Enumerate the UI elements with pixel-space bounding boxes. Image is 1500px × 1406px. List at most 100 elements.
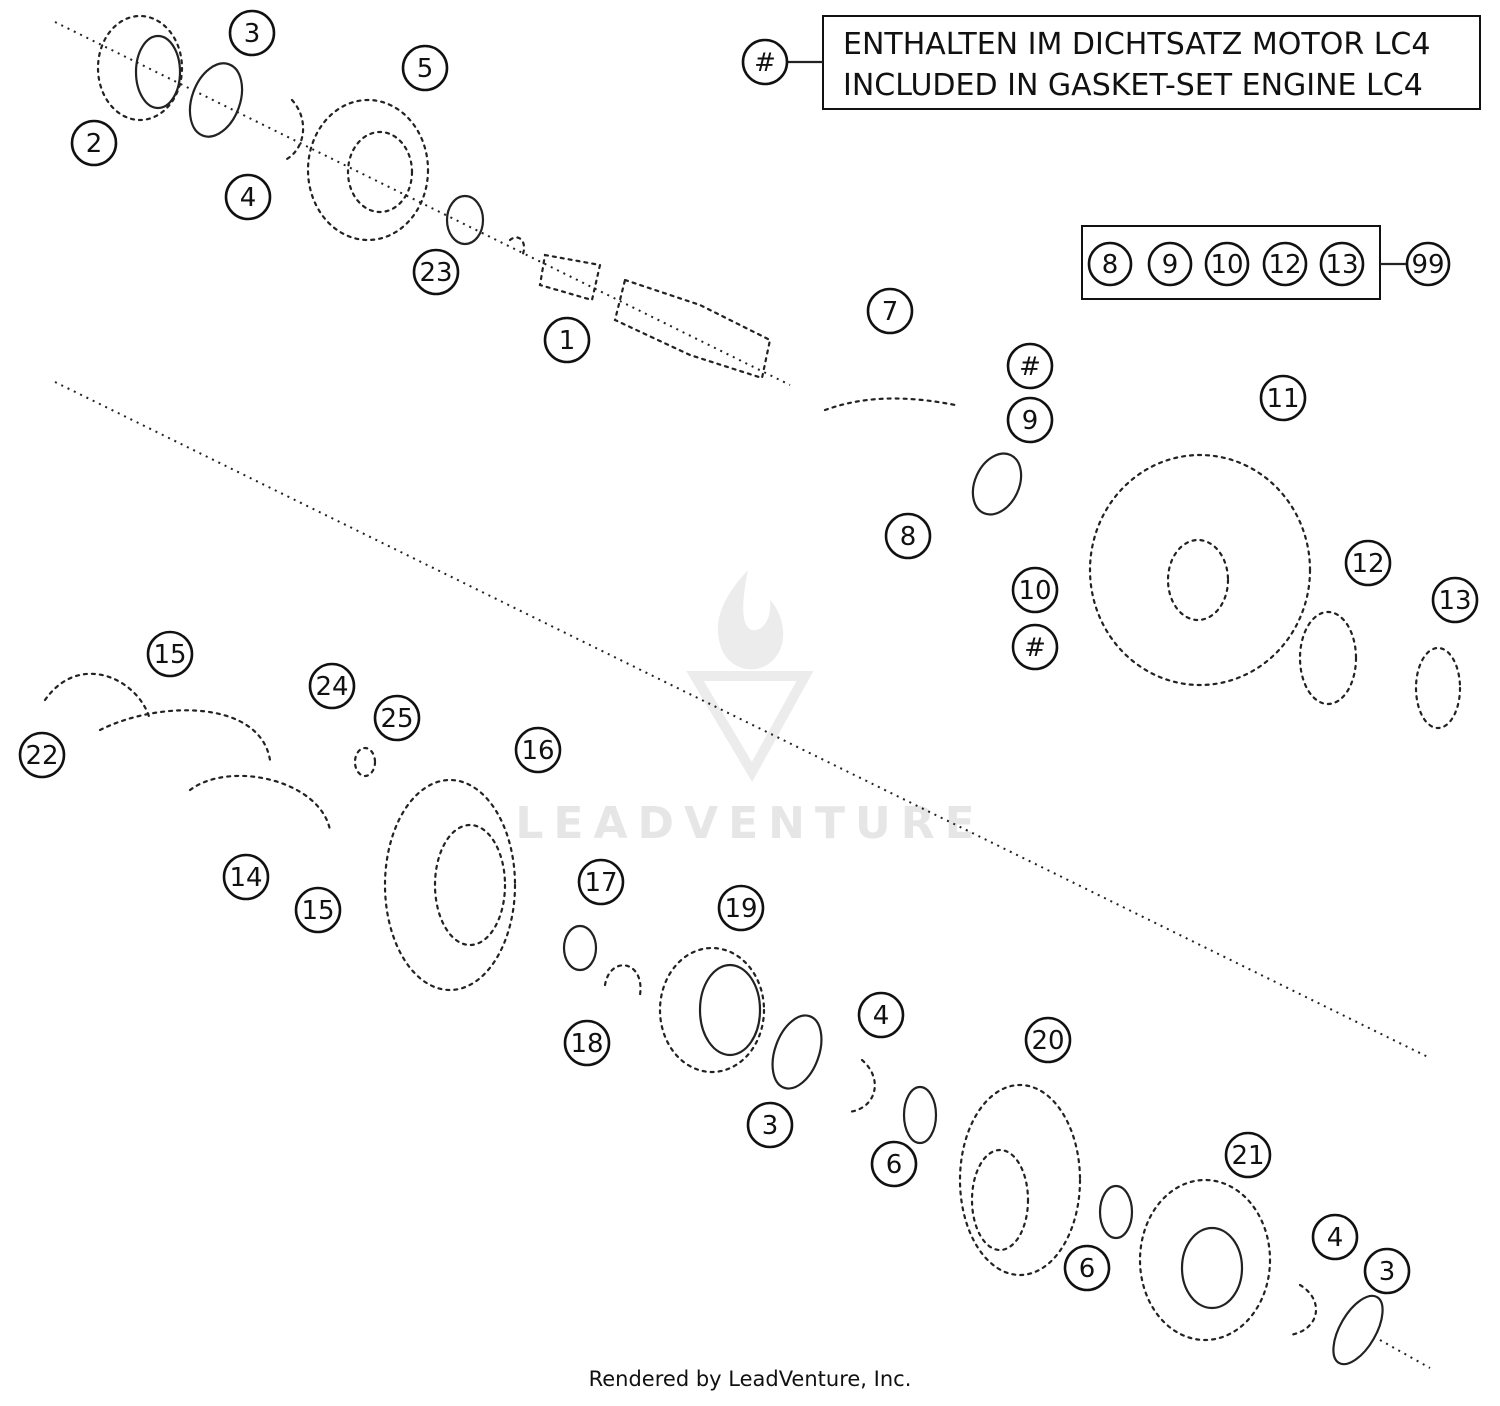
callout-10: 10 <box>1011 566 1059 614</box>
callout-16: 16 <box>514 726 562 774</box>
svg-text:18: 18 <box>570 1029 603 1059</box>
lower-shaft-axis-end <box>1379 1339 1431 1369</box>
part-22-15-14-drawing <box>43 672 332 832</box>
kit-member-10: 10 <box>1204 241 1250 287</box>
svg-text:#: # <box>1019 352 1041 382</box>
svg-text:#: # <box>754 48 776 78</box>
kit-member-8: 8 <box>1087 241 1133 287</box>
callout-14: 14 <box>222 853 270 901</box>
callout-4: 4 <box>1311 1213 1359 1261</box>
svg-text:10: 10 <box>1018 576 1051 606</box>
svg-text:5: 5 <box>417 54 434 84</box>
part-1-main-shaft-drawing <box>508 236 772 380</box>
watermark: LEADVENTURE <box>515 570 984 849</box>
svg-text:13: 13 <box>1325 250 1358 280</box>
callout-3: 3 <box>746 1101 794 1149</box>
legend-line-de: ENTHALTEN IM DICHTSATZ MOTOR LC4 <box>843 27 1430 62</box>
svg-text:22: 22 <box>25 741 58 771</box>
callout-12: 12 <box>1344 539 1392 587</box>
part-21-gear-drawing <box>1138 1178 1272 1342</box>
part-23-bushing-drawing <box>445 194 485 246</box>
kit-member-13: 13 <box>1319 241 1365 287</box>
svg-text:4: 4 <box>240 183 257 213</box>
callout-17: 17 <box>577 858 625 906</box>
part-16-gear-drawing <box>383 778 517 992</box>
svg-text:8: 8 <box>900 522 917 552</box>
callout-19: 19 <box>717 884 765 932</box>
callout-3: 3 <box>1363 1247 1411 1295</box>
callout-15: 15 <box>294 886 342 934</box>
legend: # ENTHALTEN IM DICHTSATZ MOTOR LC4 INCLU… <box>741 15 1481 110</box>
svg-text:25: 25 <box>380 704 413 734</box>
svg-text:#: # <box>1024 633 1046 663</box>
svg-text:6: 6 <box>1079 1254 1096 1284</box>
callout-9: 9 <box>1006 396 1054 444</box>
part-7-pin-drawing <box>823 397 957 412</box>
part-4-circlip-drawing <box>283 98 305 162</box>
callout-25: 25 <box>373 694 421 742</box>
kit-group: 8 9 10 12 13 99 <box>1081 225 1451 300</box>
svg-text:16: 16 <box>521 736 554 766</box>
svg-text:3: 3 <box>244 19 261 49</box>
svg-text:3: 3 <box>762 1111 779 1141</box>
kit-member-12: 12 <box>1262 241 1308 287</box>
part-5-gear-drawing <box>306 98 430 242</box>
svg-text:14: 14 <box>229 863 262 893</box>
svg-text:21: 21 <box>1231 1141 1264 1171</box>
watermark-v-icon <box>686 671 814 783</box>
svg-text:13: 13 <box>1438 586 1471 616</box>
watermark-text: LEADVENTURE <box>515 798 984 849</box>
svg-text:17: 17 <box>584 868 617 898</box>
part-25-nut-drawing <box>353 746 377 778</box>
part-18-bearing-drawing <box>603 964 642 997</box>
svg-text:1: 1 <box>559 326 576 356</box>
callout-3: 3 <box>228 9 276 57</box>
callout-8: 8 <box>884 512 932 560</box>
svg-text:24: 24 <box>315 672 348 702</box>
part-13-ring-drawing <box>1414 646 1462 730</box>
legend-symbol: # <box>741 38 789 86</box>
part-11-cover-drawing <box>1088 453 1312 687</box>
callout-22: 22 <box>18 731 66 779</box>
footer-credit: Rendered by LeadVenture, Inc. <box>589 1367 912 1391</box>
part-4-circlip-lower-drawing <box>846 1058 876 1114</box>
svg-text:10: 10 <box>1210 250 1243 280</box>
callout-20: 20 <box>1024 1016 1072 1064</box>
svg-text:8: 8 <box>1102 250 1119 280</box>
svg-text:9: 9 <box>1162 250 1179 280</box>
callout-11: 11 <box>1259 374 1307 422</box>
part-17-bushing-drawing <box>562 924 598 972</box>
part-6-bushing-lower-drawing <box>1098 1184 1134 1240</box>
callout-18: 18 <box>563 1019 611 1067</box>
part-9-oring-drawing <box>971 452 1023 516</box>
svg-text:20: 20 <box>1031 1026 1064 1056</box>
callout-gasket-set-marker: # <box>1011 623 1059 671</box>
svg-text:4: 4 <box>1327 1223 1344 1253</box>
callout-1: 1 <box>543 316 591 364</box>
callout-7: 7 <box>866 287 914 335</box>
part-12-seal-drawing <box>1298 610 1358 706</box>
svg-text:7: 7 <box>882 297 899 327</box>
svg-text:23: 23 <box>419 258 452 288</box>
part-20-gear-drawing <box>958 1083 1082 1277</box>
callout-4: 4 <box>857 991 905 1039</box>
legend-line-en: INCLUDED IN GASKET-SET ENGINE LC4 <box>843 68 1423 103</box>
part-19-gear-drawing <box>658 946 766 1074</box>
part-3-ring-end-drawing <box>1332 1294 1384 1366</box>
svg-text:12: 12 <box>1351 549 1384 579</box>
svg-text:12: 12 <box>1268 250 1301 280</box>
svg-text:99: 99 <box>1411 250 1444 280</box>
lower-shaft-axis <box>54 381 1431 1059</box>
part-3-ring-drawing <box>188 62 244 138</box>
part-3-ring-lower-drawing <box>771 1014 823 1090</box>
callout-23: 23 <box>412 248 460 296</box>
callout-4: 4 <box>224 173 272 221</box>
callout-gasket-set-marker: # <box>1006 342 1054 390</box>
callout-24: 24 <box>308 662 356 710</box>
svg-text:4: 4 <box>873 1001 890 1031</box>
svg-text:15: 15 <box>153 640 186 670</box>
callout-5: 5 <box>401 44 449 92</box>
callout-2: 2 <box>70 119 118 167</box>
watermark-flame-icon <box>717 570 784 670</box>
